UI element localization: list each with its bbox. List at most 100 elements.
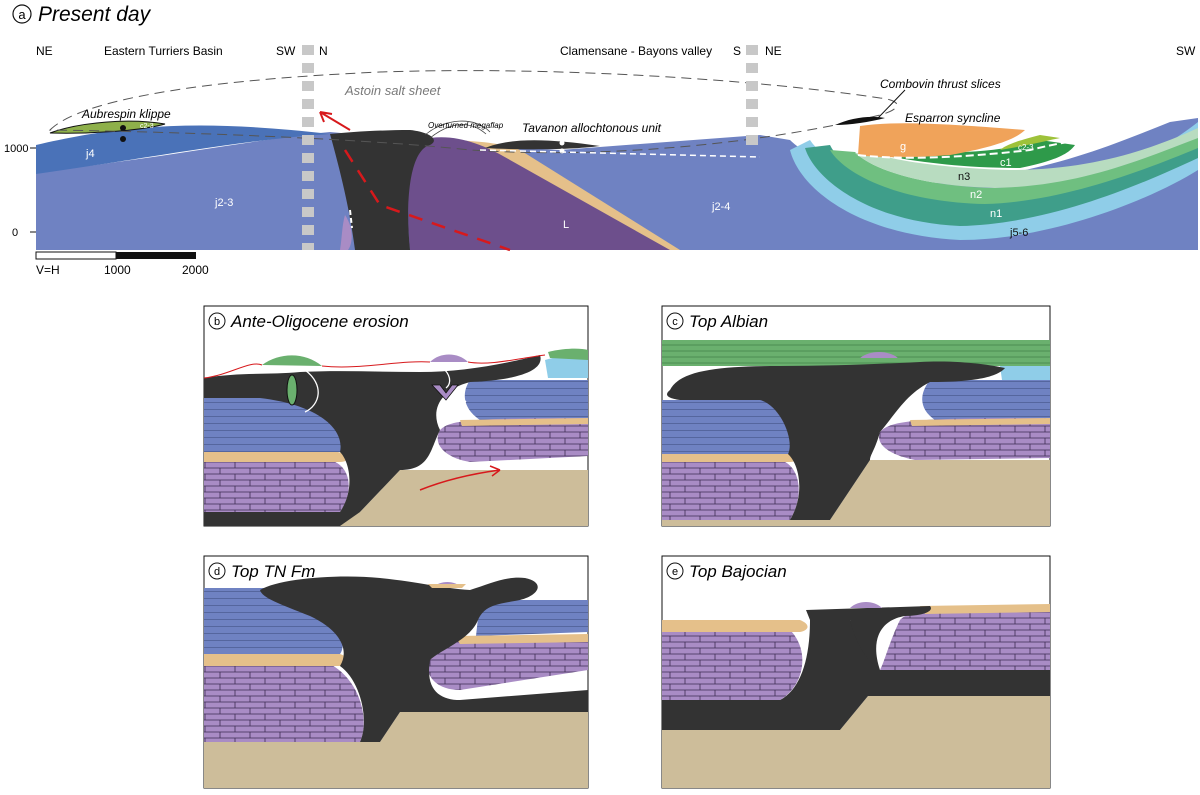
b-arrow-1 — [304, 369, 319, 413]
b-green-cap — [262, 355, 322, 366]
panel-c-badge — [666, 312, 684, 330]
c-blue-left — [662, 400, 794, 454]
unit-n3 — [855, 128, 1198, 188]
scale-bar-white — [35, 251, 117, 260]
b-green-right — [548, 348, 588, 360]
unit-L — [408, 137, 670, 250]
unit-c1 — [880, 140, 1075, 168]
d-tan-right — [455, 634, 588, 644]
e-lias-left — [662, 630, 803, 700]
label-combovin: Combovin thrust slices — [880, 77, 1001, 91]
salt-diapir — [330, 130, 434, 250]
panel-e-letter: e — [672, 566, 678, 578]
tavanon-dot — [559, 140, 565, 146]
unit-c2-3-small: c2-3 — [140, 123, 154, 130]
unit-label-g: g — [900, 141, 906, 153]
tavanon-unit — [485, 140, 600, 150]
elev-0: 0 — [12, 227, 18, 239]
section-middle: Clamensane - Bayons valley — [560, 44, 712, 58]
c-purple-cap — [860, 352, 898, 358]
unit-label-n3: n3 — [958, 171, 970, 183]
panel-c-letter: c — [672, 316, 678, 328]
label-overturned: Overturned megaflap — [428, 121, 504, 130]
orient-n-mid1: N — [319, 44, 328, 58]
c-lias-right — [879, 418, 1050, 460]
combovin-leader — [877, 89, 906, 119]
b-lias-left — [204, 460, 349, 512]
e-salt-top — [806, 606, 931, 670]
panel-d-title: Top TN Fm — [231, 562, 315, 581]
unit-label-j56: j5-6 — [1009, 227, 1028, 239]
unit-label-L: L — [563, 219, 569, 231]
panel-b-badge — [208, 312, 226, 330]
b-arrow-3 — [457, 393, 467, 403]
orient-ne-left: NE — [36, 44, 53, 58]
c-lias-bottom — [662, 520, 830, 526]
klippe-dot-top — [120, 125, 126, 131]
unit-j4 — [36, 125, 330, 174]
b-tan-right — [460, 418, 588, 426]
unit-label-j4: j4 — [85, 148, 95, 160]
label-astoin: Astoin salt sheet — [344, 83, 442, 98]
combovin-slices — [835, 116, 885, 125]
d-tan-cap — [428, 584, 466, 588]
panel-e: e Top Bajocian — [661, 555, 1051, 789]
white-contact-2 — [479, 149, 761, 158]
salt-small-purple — [340, 215, 352, 250]
b-purple-cap — [430, 354, 468, 362]
b-red-arrow — [419, 465, 501, 491]
unit-n2 — [830, 135, 1198, 204]
b-salt-lower — [204, 512, 360, 526]
e-tan-right — [920, 604, 1050, 614]
b-blue-right — [464, 380, 588, 420]
esparron-contact — [857, 137, 1101, 159]
c-basement — [662, 460, 1050, 526]
d-basement — [204, 712, 588, 788]
panel-a-badge — [12, 4, 32, 24]
d-lias-left — [204, 664, 364, 742]
c-tan-right — [910, 418, 1050, 426]
e-lias-right — [880, 606, 1050, 670]
e-tan-left — [662, 620, 808, 632]
red-fault-lower — [343, 149, 511, 252]
overturned-megaflap-2 — [429, 124, 487, 139]
panel-d-badge — [208, 562, 226, 580]
e-salt-bottom — [662, 620, 1050, 730]
d-blue-right — [476, 600, 588, 636]
c-tan-left — [662, 454, 796, 462]
d-tan-left — [204, 654, 349, 666]
e-purple-cap — [850, 602, 882, 608]
panel-a-title: Present day — [38, 3, 152, 26]
elev-1000: 1000 — [4, 143, 28, 155]
section-left: Eastern Turriers Basin — [104, 44, 223, 58]
unit-n1 — [805, 140, 1198, 226]
red-fault-arrow — [319, 111, 351, 131]
astoin-salt-sheet — [48, 70, 898, 154]
overturned-megaflap — [424, 120, 491, 136]
panel-a: a Present day NE Eastern Turriers Basin … — [4, 3, 1198, 277]
c-blue-right — [922, 380, 1050, 420]
panel-b: b Ante-Oligocene erosion — [203, 305, 589, 527]
b-erosion-line — [203, 354, 546, 379]
panel-e-title: Top Bajocian — [689, 562, 787, 581]
panel-c-title: Top Albian — [689, 312, 768, 331]
panel-e-badge — [666, 562, 684, 580]
c-lightblue-right — [1000, 366, 1050, 380]
unit-label-n2: n2 — [970, 189, 982, 201]
unit-g — [858, 123, 1025, 158]
panel-a-letter: a — [18, 7, 26, 22]
b-purple-block — [431, 384, 459, 401]
panel-d: d Top TN Fm — [203, 555, 589, 789]
b-lias-right — [437, 418, 588, 462]
d-salt — [260, 576, 588, 742]
label-aubrespin: Aubrespin klippe — [81, 107, 171, 121]
label-tavanon: Tavanon allochtonous unit — [522, 121, 662, 135]
panel-c: c Top Albian — [661, 305, 1051, 527]
orient-ne-mid2: NE — [765, 44, 782, 58]
white-contact-1 — [349, 209, 353, 229]
scale-1000: 1000 — [104, 263, 131, 277]
unit-label-j23: j2-3 — [214, 197, 233, 209]
d-lias-right — [427, 636, 588, 690]
klippe-dot-bottom — [120, 136, 126, 142]
